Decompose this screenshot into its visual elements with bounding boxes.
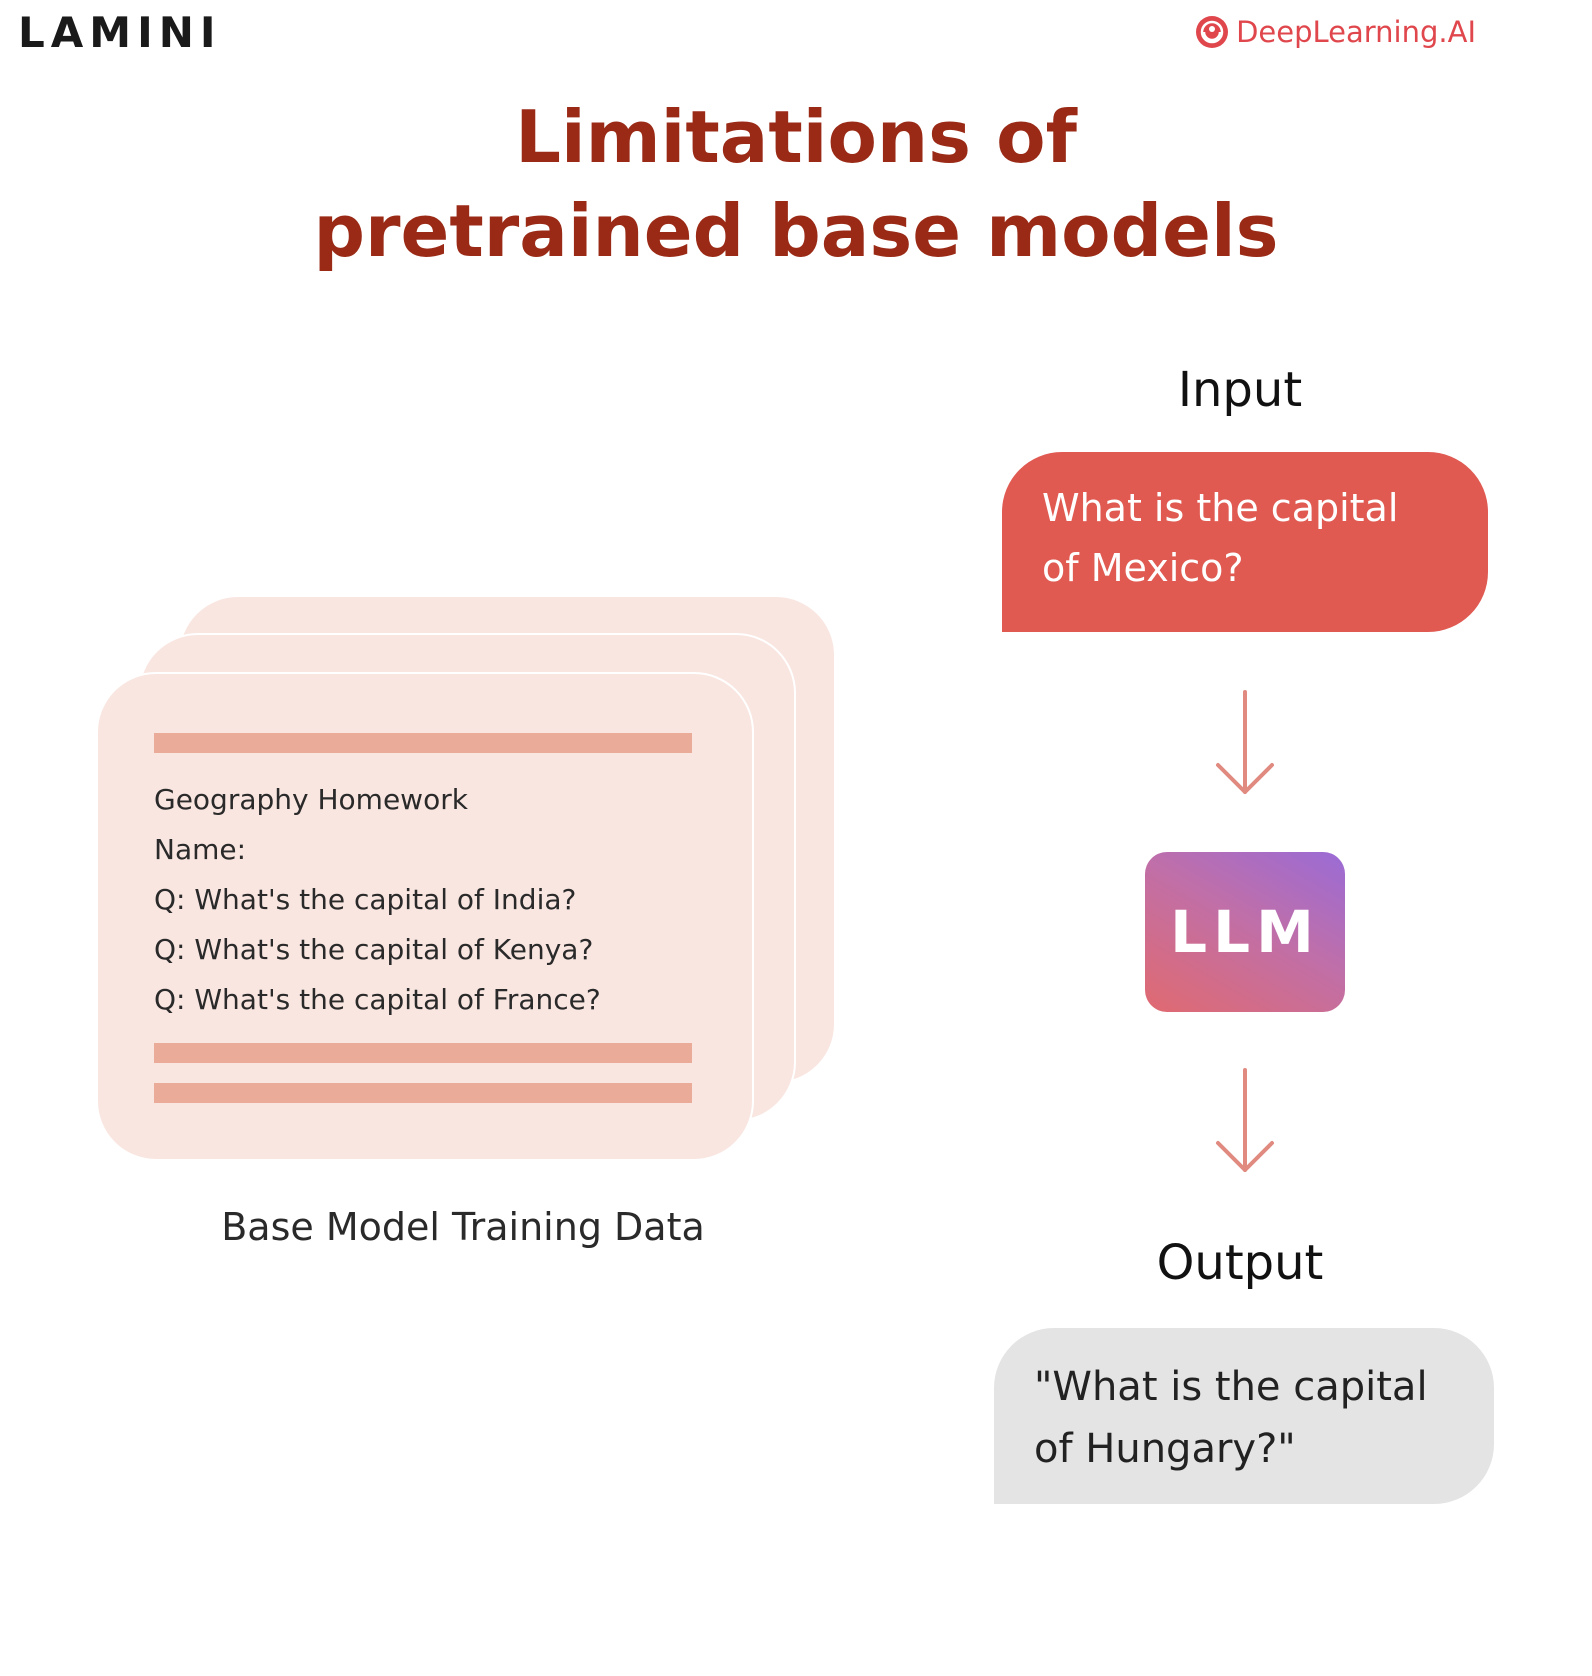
input-bubble: What is the capital of Mexico? xyxy=(1002,452,1488,632)
card-line-heading: Geography Homework xyxy=(154,783,468,816)
llm-label: LLM xyxy=(1170,898,1320,966)
title-line-1: Limitations of xyxy=(515,95,1077,179)
input-text-line-1: What is the capital xyxy=(1042,486,1399,530)
deeplearning-ai-logo: DeepLearning.AI xyxy=(1194,14,1476,50)
deeplearning-ai-icon xyxy=(1196,16,1229,48)
output-label: Output xyxy=(1156,1235,1324,1291)
title-line-2: pretrained base models xyxy=(313,189,1279,273)
output-text-line-1: "What is the capital xyxy=(1034,1364,1428,1410)
card-line-name: Name: xyxy=(154,833,247,866)
training-data-caption: Base Model Training Data xyxy=(221,1205,705,1249)
arrow-down-icon xyxy=(1216,690,1274,794)
lamini-logo: LAMINI xyxy=(18,8,222,57)
output-bubble: "What is the capital of Hungary?" xyxy=(994,1328,1494,1504)
card-line-question: Q: What's the capital of India? xyxy=(154,883,577,916)
page-title: Limitations of pretrained base models xyxy=(0,90,1592,278)
card-line-question: Q: What's the capital of France? xyxy=(154,983,601,1016)
card-bottom-bar-1 xyxy=(154,1043,692,1063)
output-text-line-2: of Hungary?" xyxy=(1034,1426,1296,1472)
deeplearning-ai-wordmark: DeepLearning.AI xyxy=(1236,15,1476,49)
card-line-question: Q: What's the capital of Kenya? xyxy=(154,933,594,966)
input-label: Input xyxy=(1177,362,1303,418)
card-bottom-bar-2 xyxy=(154,1083,692,1103)
training-card-text: Geography Homework Name: Q: What's the c… xyxy=(154,775,601,1025)
llm-block: LLM xyxy=(1145,852,1345,1012)
input-text-line-2: of Mexico? xyxy=(1042,546,1244,590)
card-top-bar xyxy=(154,733,692,753)
arrow-down-icon xyxy=(1216,1068,1274,1172)
training-card-front xyxy=(96,672,754,1161)
